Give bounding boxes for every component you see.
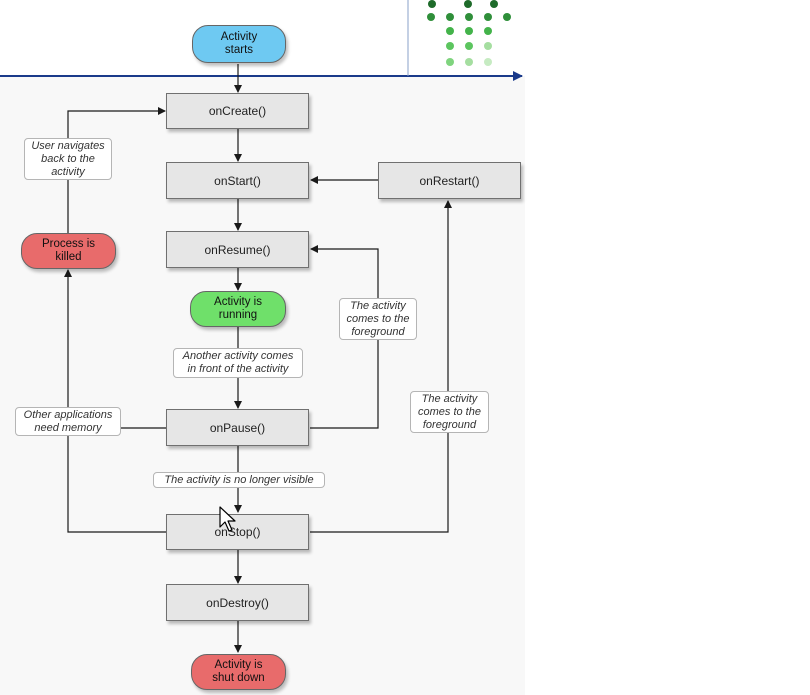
on-stop-box: onStop() — [166, 514, 309, 550]
empty-side-area — [525, 0, 810, 695]
mouse-cursor-icon — [219, 506, 236, 532]
on-pause-box: onPause() — [166, 409, 309, 446]
arrow-killed-to-create — [67, 107, 166, 233]
comes-to-foreground-note-2: The activity comes to the foreground — [410, 391, 489, 433]
user-navigates-back-note: User navigates back to the activity — [24, 138, 112, 180]
other-apps-memory-note: Other applications need memory — [15, 407, 121, 436]
activity-shut-down-node: Activity is shut down — [191, 654, 286, 690]
on-start-box: onStart() — [166, 162, 309, 199]
activity-running-node: Activity is running — [190, 291, 286, 327]
comes-to-foreground-note-1: The activity comes to the foreground — [339, 298, 417, 340]
on-destroy-box: onDestroy() — [166, 584, 309, 621]
on-resume-box: onResume() — [166, 231, 309, 268]
activity-starts-node: Activity starts — [192, 25, 286, 63]
arrow-stop-to-restart — [310, 200, 452, 533]
process-killed-node: Process is killed — [21, 233, 116, 269]
on-restart-box: onRestart() — [378, 162, 521, 199]
on-create-box: onCreate() — [166, 93, 309, 129]
line-stop-to-killed — [67, 428, 166, 533]
another-activity-note: Another activity comes in front of the a… — [173, 348, 303, 378]
no-longer-visible-note: The activity is no longer visible — [153, 472, 325, 488]
